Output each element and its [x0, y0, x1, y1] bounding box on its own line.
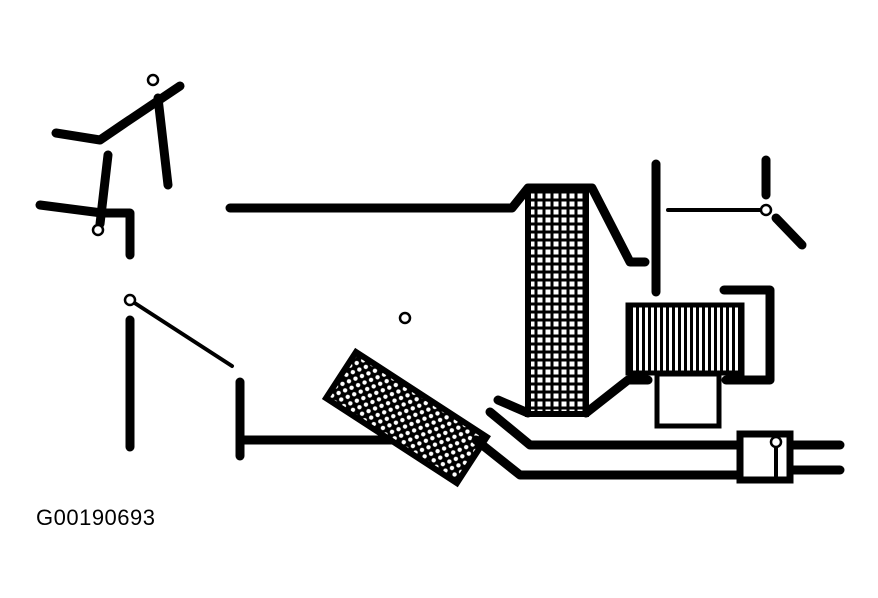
figure-id-label: G00190693 [36, 505, 156, 530]
blower-fan [625, 302, 745, 429]
air-mix-door-pivot [398, 311, 412, 325]
mode-door-upper [51, 73, 185, 237]
mode-door-middle [35, 200, 234, 452]
evaporator-core [525, 187, 589, 417]
heater-core [321, 347, 491, 488]
coolant-valve [736, 430, 794, 484]
recirc-door [666, 155, 807, 250]
coolant-pipes [471, 407, 845, 480]
